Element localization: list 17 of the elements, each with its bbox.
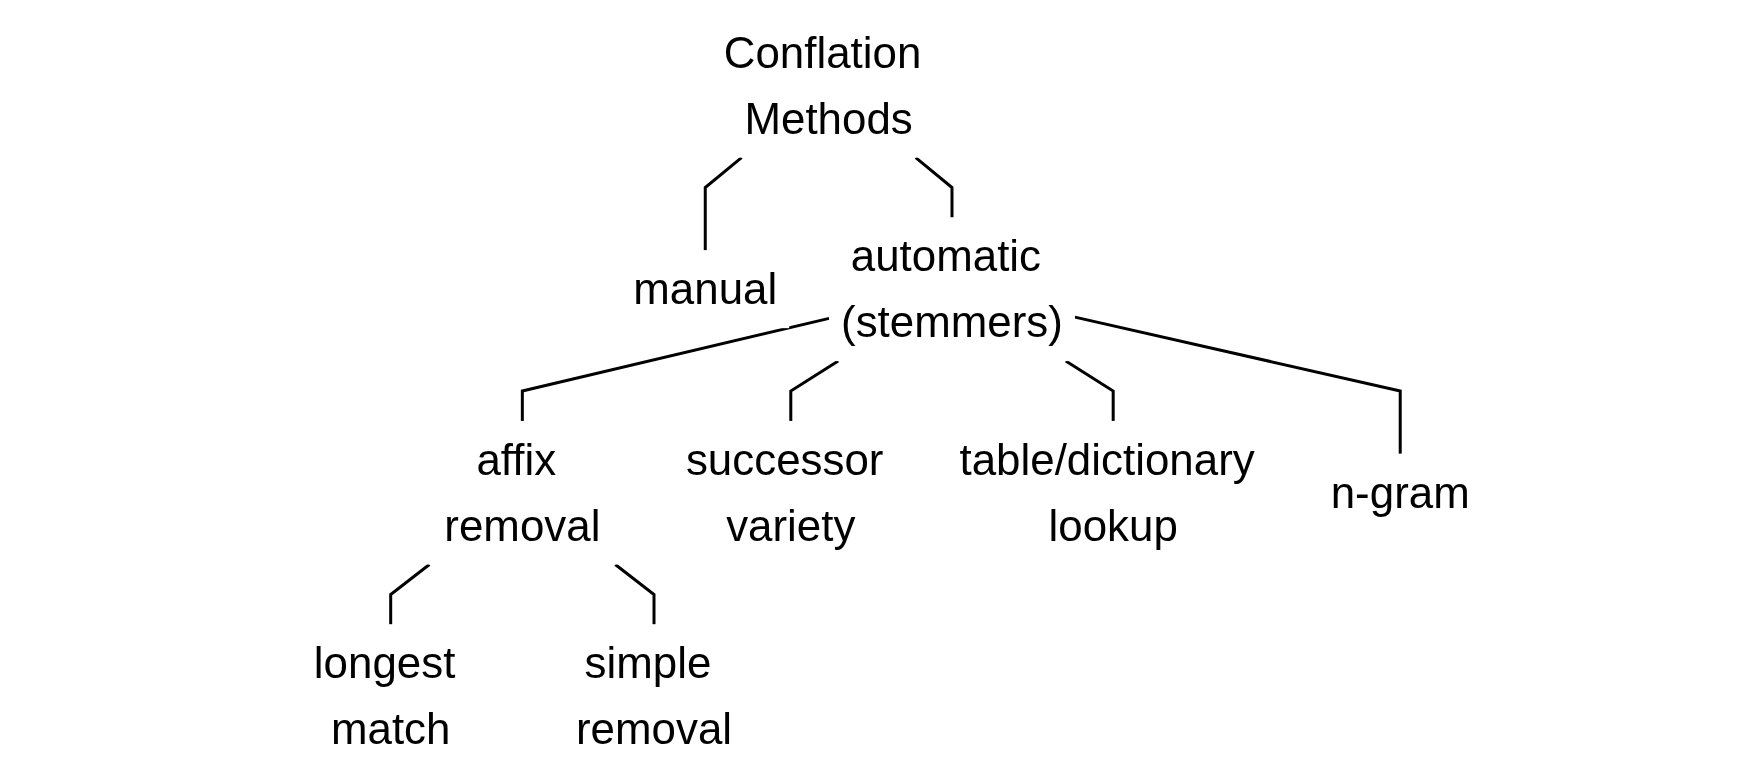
connector [914,156,954,218]
connector [703,156,743,251]
node-text: manual [632,264,777,314]
connector [1074,315,1402,454]
connector [614,563,656,625]
node-text: automatic (stemmers) [840,231,1063,347]
connector [520,316,830,421]
node-text: simple removal [575,638,732,754]
node-text: successor variety [685,434,884,550]
connector [388,563,430,625]
node-text: affix removal [443,434,601,550]
node-text: longest match [313,638,455,754]
connector [788,359,839,421]
node-text: n-gram [1330,467,1470,517]
node-text: Conflation Methods [723,27,921,143]
node-text: table/dictionary lookup [959,434,1255,550]
connector [1064,359,1115,421]
